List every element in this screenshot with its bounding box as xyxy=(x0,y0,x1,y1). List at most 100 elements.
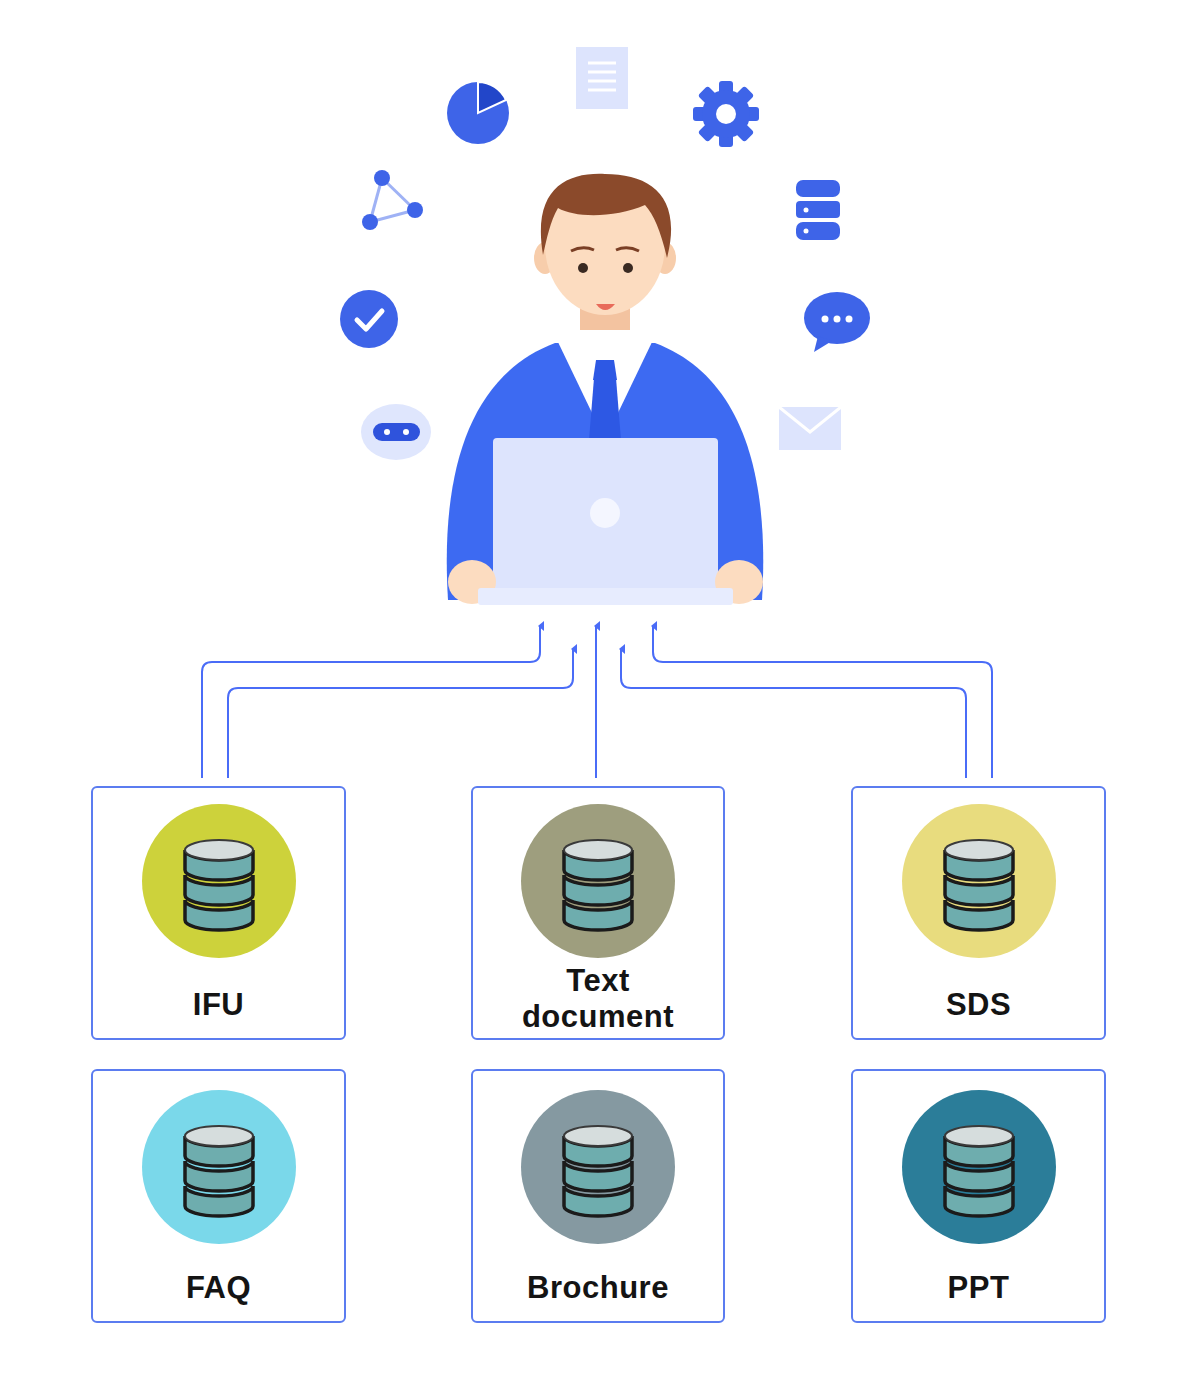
mail-icon xyxy=(779,407,841,450)
database-top xyxy=(945,1126,1013,1146)
database-badge xyxy=(902,804,1056,958)
label-area: FAQ xyxy=(93,1243,344,1333)
chat-icon xyxy=(804,292,870,352)
document-type-label: Text document xyxy=(498,963,698,1035)
eye xyxy=(623,263,633,273)
flow-wire xyxy=(595,626,597,778)
database-badge xyxy=(521,804,675,958)
document-box: PPT xyxy=(851,1069,1106,1323)
flow-wire xyxy=(202,626,540,778)
shirt xyxy=(557,330,653,440)
document-type-label: PPT xyxy=(948,1270,1010,1306)
gear-body xyxy=(702,90,750,138)
network-dot xyxy=(362,214,378,230)
label-area: IFU xyxy=(93,960,344,1050)
document-type-label: Brochure xyxy=(527,1270,669,1306)
database-layer xyxy=(796,201,840,218)
badge-disc xyxy=(142,1090,296,1244)
check-icon xyxy=(340,290,398,348)
chat-dot xyxy=(846,316,853,323)
badge-disc xyxy=(902,1090,1056,1244)
document-box: SDS xyxy=(851,786,1106,1040)
flow-wire xyxy=(653,626,992,778)
database-layer xyxy=(796,222,840,240)
database-top xyxy=(185,1126,253,1146)
check-disc xyxy=(340,290,398,348)
document-line xyxy=(588,89,616,92)
eyebrow xyxy=(571,248,594,251)
eyebrow xyxy=(616,248,639,251)
laptop-lid xyxy=(493,438,718,590)
suit xyxy=(447,343,763,600)
label-area: Brochure xyxy=(473,1243,723,1333)
network-icon xyxy=(362,170,423,230)
database-layer xyxy=(796,180,840,197)
document-type-label: SDS xyxy=(946,987,1011,1023)
chat-bubble xyxy=(804,292,870,344)
gear-tooth xyxy=(698,86,755,143)
network-dot xyxy=(374,170,390,186)
database-symbol xyxy=(564,1126,632,1216)
database-dot xyxy=(804,208,809,213)
document-lines xyxy=(588,63,616,90)
document-box: Brochure xyxy=(471,1069,725,1323)
flow-wire xyxy=(228,649,573,778)
mail-envelope xyxy=(779,407,841,450)
document-line xyxy=(588,62,616,65)
tie xyxy=(589,378,621,440)
database-symbol xyxy=(564,840,632,930)
chat-dot xyxy=(822,316,829,323)
mail-flap xyxy=(779,407,841,432)
network-dot xyxy=(407,202,423,218)
document-sheet xyxy=(576,47,628,109)
gear-icon xyxy=(693,81,759,147)
check-mark xyxy=(357,311,382,329)
badge-disc xyxy=(521,1090,675,1244)
database-dot xyxy=(804,229,809,234)
document-type-label: FAQ xyxy=(186,1270,251,1306)
mouth xyxy=(596,304,615,310)
laptop-base xyxy=(478,588,733,605)
person-illustration xyxy=(447,174,763,605)
bot-eye xyxy=(384,429,390,435)
pie-disc xyxy=(447,82,509,144)
database-icon xyxy=(796,180,840,240)
bot-eye xyxy=(403,429,409,435)
label-area: Text document xyxy=(473,954,723,1044)
bot-halo xyxy=(361,404,431,460)
database-symbol xyxy=(185,840,253,930)
gear-tooth xyxy=(698,86,755,143)
bot-face xyxy=(373,423,420,441)
chat-tail xyxy=(814,336,832,352)
label-area: PPT xyxy=(853,1243,1104,1333)
database-symbol xyxy=(945,840,1013,930)
label-area: SDS xyxy=(853,960,1104,1050)
database-badge xyxy=(902,1090,1056,1244)
chat-dot xyxy=(834,316,841,323)
document-icon xyxy=(576,47,628,109)
tie-knot xyxy=(593,360,617,380)
flow-wire xyxy=(621,649,966,778)
database-symbol xyxy=(185,1126,253,1216)
badge-disc xyxy=(521,804,675,958)
document-line xyxy=(588,71,616,74)
document-line xyxy=(588,80,616,83)
document-box: FAQ xyxy=(91,1069,346,1323)
eye xyxy=(578,263,588,273)
database-top xyxy=(564,1126,632,1146)
database-badge xyxy=(142,1090,296,1244)
database-top xyxy=(185,840,253,860)
network-links xyxy=(370,178,415,222)
document-box: Text document xyxy=(471,786,725,1040)
laptop-logo xyxy=(590,498,620,528)
database-top xyxy=(564,840,632,860)
badge-disc xyxy=(902,804,1056,958)
database-top xyxy=(945,840,1013,860)
flow-wires xyxy=(202,626,992,778)
hair xyxy=(541,174,671,258)
badge-disc xyxy=(142,804,296,958)
pie-icon xyxy=(447,82,509,144)
database-symbol xyxy=(945,1126,1013,1216)
gear-teeth xyxy=(693,81,759,147)
